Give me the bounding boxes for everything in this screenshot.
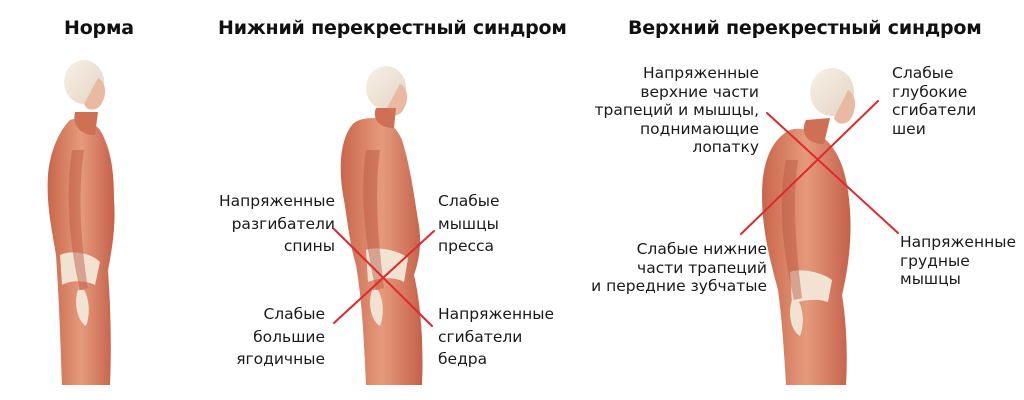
label-weak-abs: Слабые мышцы пресса <box>438 192 500 255</box>
label-tight-hip-flexors: Напряженные сгибатели бедра <box>438 305 554 368</box>
label-tight-back-extensors: Напряженные разгибатели спины <box>219 192 335 255</box>
figure-upper-crossed <box>762 68 856 385</box>
title-lower-crossed: Нижний перекрестный синдром <box>218 17 567 39</box>
figure-normal-posture <box>47 60 115 385</box>
label-weak-deep-neck-flexors: Слабые глубокие сгибатели шеи <box>892 64 977 138</box>
lower-cross-lines <box>333 228 435 327</box>
label-weak-lower-traps: Слабые нижние части трапеций и передние … <box>591 240 767 295</box>
label-tight-pecs: Напряженные грудные мышцы <box>900 233 1016 288</box>
upper-cross-lines <box>740 100 899 235</box>
title-upper-crossed: Верхний перекрестный синдром <box>628 17 982 39</box>
title-normal: Норма <box>64 17 134 39</box>
label-tight-upper-traps: Напряженные верхние части трапеций и мыш… <box>594 64 760 156</box>
figure-lower-crossed <box>340 66 423 385</box>
label-weak-glutes: Слабые большие ягодичные <box>236 305 325 368</box>
